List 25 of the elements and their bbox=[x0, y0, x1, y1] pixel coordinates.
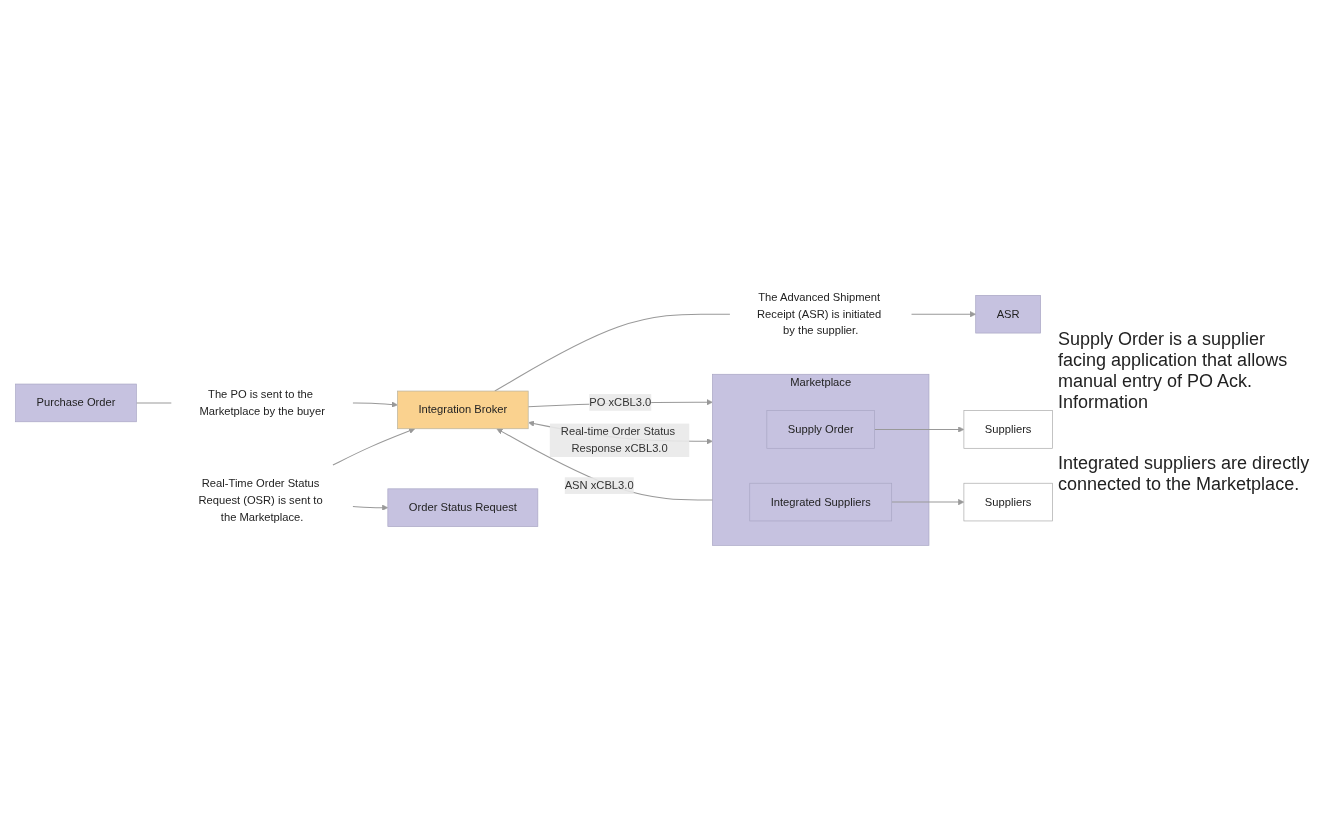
node-text: The PO is sent to the Marketplace by the buyer bbox=[199, 387, 325, 417]
node-box: ASR bbox=[975, 294, 1041, 333]
node-box: Suppliers bbox=[963, 409, 1053, 449]
node-box: Suppliers bbox=[963, 482, 1053, 521]
edge-label: ASN xCBL3.0 bbox=[564, 478, 634, 491]
note-text: Integrated suppliers are directly connected to the Marketplace. bbox=[1058, 452, 1311, 495]
node-box: Supply Order bbox=[766, 409, 875, 449]
arrow bbox=[874, 425, 965, 433]
note-text: Supply Order is a supplier facing application that allows manual entry of PO Ack. Information bbox=[1058, 328, 1289, 413]
node-box: Purchase Order bbox=[15, 383, 137, 422]
edge-label: PO xCBL3.0 bbox=[589, 395, 652, 408]
arrow bbox=[352, 400, 398, 408]
arrow bbox=[496, 428, 713, 501]
arrow bbox=[911, 310, 976, 317]
node-box: Integrated Suppliers bbox=[749, 482, 892, 521]
connector bbox=[135, 401, 172, 403]
edge-label: Real-time Order Status Response xCBL3.0 bbox=[560, 425, 676, 454]
node-text: The Advanced Shipment Receipt (ASR) is initiated by the supplier. bbox=[757, 290, 882, 337]
arrow bbox=[891, 498, 965, 505]
arrow bbox=[352, 504, 389, 511]
node-box: Integration Broker bbox=[397, 390, 529, 429]
arrow bbox=[332, 427, 416, 466]
node-text: Real-Time Order Status Request (OSR) is sent to the Marketplace. bbox=[198, 477, 323, 523]
node-box: Order Status Request bbox=[387, 487, 539, 527]
connector bbox=[494, 313, 731, 392]
